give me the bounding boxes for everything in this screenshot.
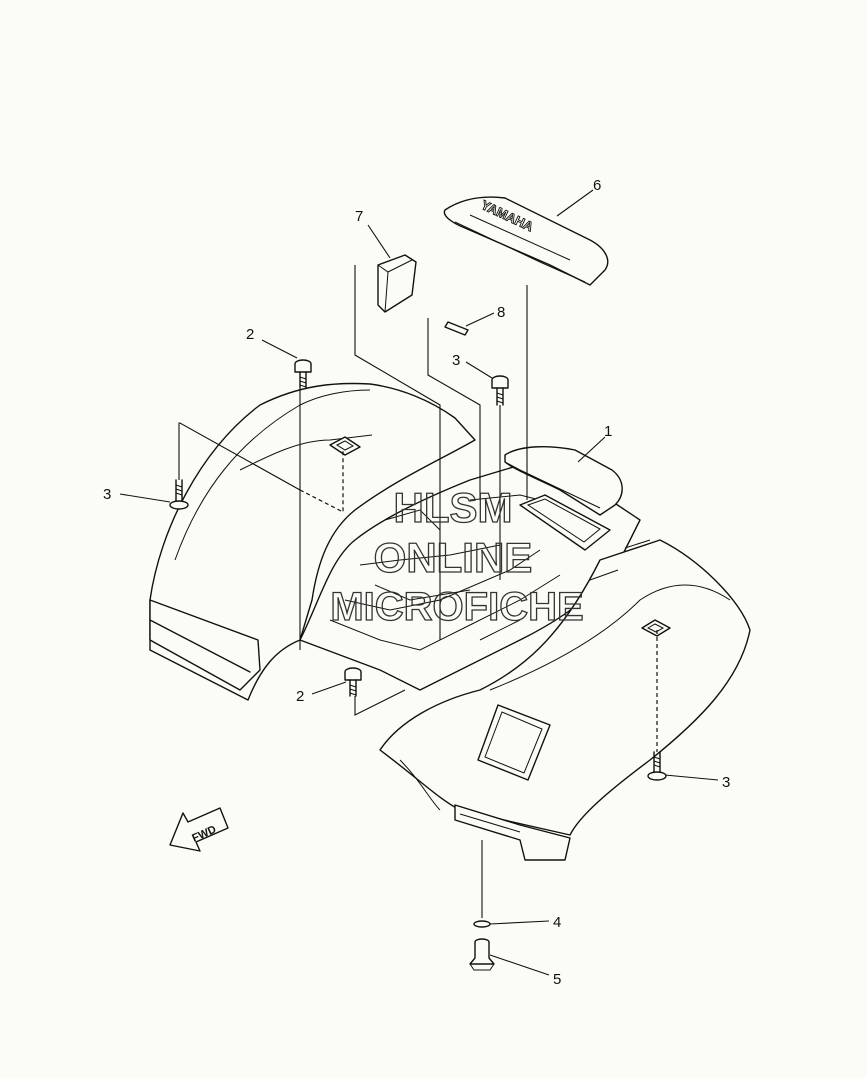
rear-fender	[149, 382, 751, 861]
part-5-nut	[469, 938, 495, 971]
bolt-2-upper	[294, 359, 312, 389]
callout-4: 4	[553, 914, 561, 931]
watermark-line-2: ONLINE	[374, 534, 533, 581]
callout-8: 8	[497, 304, 505, 321]
callout-2-lower: 2	[296, 688, 304, 705]
bolt-3-left	[169, 479, 189, 510]
callout-7: 7	[355, 208, 363, 225]
callout-2-upper: 2	[246, 326, 254, 343]
callout-labels: 1 2 2 3 3 3 4 5 6 7 8	[103, 177, 730, 988]
watermark: HLSM ONLINE MICROFICHE	[330, 483, 585, 629]
fwd-direction-arrow: FWD	[169, 807, 229, 852]
callout-3-right: 3	[722, 774, 730, 791]
part-7-block	[377, 254, 417, 313]
callout-5: 5	[553, 971, 561, 988]
bolt-3-right	[647, 751, 667, 781]
assembly-lines	[178, 265, 658, 918]
callout-1: 1	[604, 423, 612, 440]
part-4-clip	[473, 920, 491, 928]
bolt-2-lower	[344, 667, 362, 697]
part-8-pin	[444, 321, 469, 336]
watermark-line-3: MICROFICHE	[330, 585, 583, 629]
callout-3-upper: 3	[452, 352, 460, 369]
watermark-line-1: HLSM	[394, 484, 513, 531]
callout-leaders	[119, 189, 719, 976]
callout-3-left: 3	[103, 486, 111, 503]
rear-cover-pad: YAMAHA	[443, 196, 609, 286]
callout-6: 6	[593, 177, 601, 194]
bolt-3-upper	[491, 375, 509, 406]
